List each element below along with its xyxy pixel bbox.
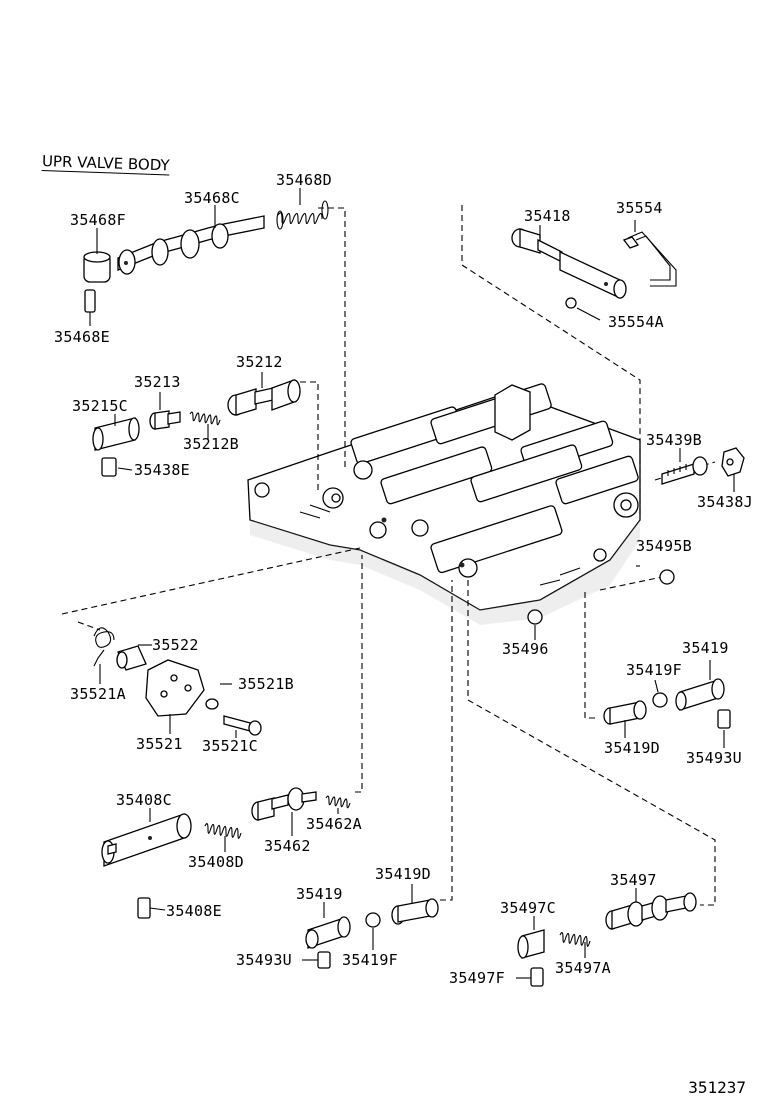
guide-lines	[61, 205, 716, 906]
part-35419F-right	[652, 692, 668, 708]
part-35468C	[117, 215, 265, 275]
part-35468D	[276, 200, 329, 230]
part-35408E	[137, 897, 151, 919]
label-35468D: 35468D	[276, 171, 332, 189]
part-35462	[251, 787, 317, 821]
part-35521B	[205, 698, 219, 710]
label-35438J: 35438J	[697, 493, 753, 511]
label-35418: 35418	[524, 207, 571, 225]
label-35408C: 35408C	[116, 791, 172, 809]
part-35554	[622, 231, 677, 287]
label-35497A: 35497A	[555, 959, 611, 977]
part-35522	[93, 627, 147, 671]
part-35419-right	[675, 678, 725, 711]
label-35497F: 35497F	[449, 969, 505, 987]
part-35496	[527, 609, 543, 625]
part-35408D	[204, 823, 242, 839]
label-35521B: 35521B	[238, 675, 294, 693]
part-35554A	[565, 297, 601, 321]
part-35418	[511, 228, 627, 300]
part-35419D-bottom	[391, 898, 439, 925]
label-35522: 35522	[152, 636, 199, 654]
label-35521C: 35521C	[202, 737, 258, 755]
label-35439B: 35439B	[646, 431, 702, 449]
part-35468E	[84, 289, 96, 313]
label-35215C: 35215C	[72, 397, 128, 415]
label-35212B: 35212B	[183, 435, 239, 453]
label-35419-bottom: 35419	[296, 885, 343, 903]
part-35419F-bottom	[365, 912, 381, 928]
label-35554A: 35554A	[608, 313, 664, 331]
part-35419-bottom	[305, 916, 351, 949]
part-35521C	[223, 715, 262, 736]
part-35212B	[189, 411, 221, 426]
label-35554: 35554	[616, 199, 663, 217]
label-35468E: 35468E	[54, 328, 110, 346]
label-35496: 35496	[502, 640, 549, 658]
part-35419D-right	[603, 700, 647, 725]
label-35419F-right: 35419F	[626, 661, 682, 679]
part-35213	[149, 410, 181, 430]
part-35497	[605, 892, 697, 930]
part-35497C	[517, 929, 545, 959]
label-35212: 35212	[236, 353, 283, 371]
part-35439B	[661, 456, 708, 485]
label-35493U-right: 35493U	[686, 749, 742, 767]
label-35497: 35497	[610, 871, 657, 889]
part-35215C	[92, 417, 140, 451]
label-35462A: 35462A	[306, 815, 362, 833]
label-35468F: 35468F	[70, 211, 126, 229]
part-35438J	[721, 447, 745, 477]
part-35408C	[101, 813, 192, 867]
label-35419D-bottom: 35419D	[375, 865, 431, 883]
leader-lines	[89, 188, 735, 979]
label-35497C: 35497C	[500, 899, 556, 917]
label-35419-right: 35419	[682, 639, 729, 657]
part-35521	[145, 659, 205, 717]
part-35468F	[83, 251, 111, 283]
label-35419D-right: 35419D	[604, 739, 660, 757]
part-35497A	[559, 932, 591, 947]
part-35497F	[530, 967, 544, 987]
label-35462: 35462	[264, 837, 311, 855]
label-35521: 35521	[136, 735, 183, 753]
part-35212	[227, 379, 301, 416]
label-35438E: 35438E	[134, 461, 190, 479]
label-35419F-bottom: 35419F	[342, 951, 398, 969]
label-35408D: 35408D	[188, 853, 244, 871]
label-35495B: 35495B	[636, 537, 692, 555]
label-35521A: 35521A	[70, 685, 126, 703]
part-35495B	[659, 569, 675, 585]
part-35462A	[325, 795, 351, 809]
label-35468C: 35468C	[184, 189, 240, 207]
part-35438E	[101, 457, 117, 477]
reference-number: 351237	[688, 1078, 746, 1097]
part-35493U-right	[717, 709, 731, 729]
label-35493U-bottom: 35493U	[236, 951, 292, 969]
valve-body	[247, 383, 641, 625]
label-35213: 35213	[134, 373, 181, 391]
label-35408E: 35408E	[166, 902, 222, 920]
part-35493U-bottom	[317, 951, 331, 969]
